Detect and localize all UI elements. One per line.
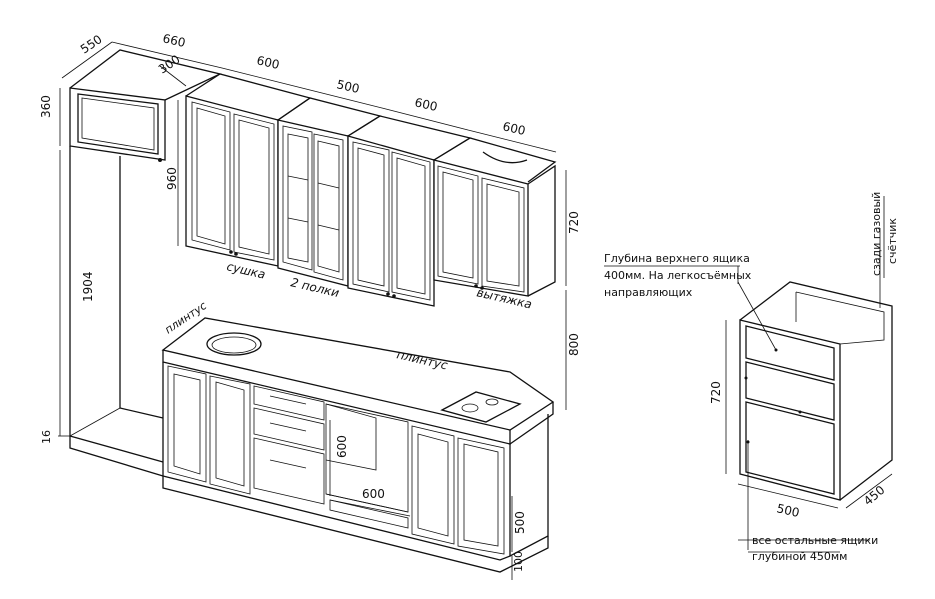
dim-960: 960 <box>165 167 179 190</box>
note-gas-1: сзади газовый <box>870 192 883 276</box>
dim-600-h: 600 <box>362 487 385 501</box>
dim-500-side: 500 <box>775 501 800 520</box>
base-cabinets <box>161 317 555 573</box>
notes: Глубина верхнего ящика 400мм. На легкосъ… <box>604 192 899 563</box>
drawer-unit-section <box>737 228 893 550</box>
note-upper-drawer-2: 400мм. На легкосъёмных <box>604 269 752 282</box>
note-other-1: все остальные ящики <box>752 534 878 547</box>
dim-360: 360 <box>39 95 53 118</box>
dim-100: 100 <box>512 551 525 572</box>
dim-800: 800 <box>567 333 581 356</box>
dim-720-side: 720 <box>709 381 723 404</box>
dim-600-v: 600 <box>335 435 349 458</box>
label-plintus-right: плинтус <box>395 347 449 372</box>
dim-660: 660 <box>161 31 186 50</box>
dim-500-a: 500 <box>335 77 360 96</box>
dim-1904: 1904 <box>81 271 95 302</box>
dim-600-c: 600 <box>501 119 526 138</box>
dim-16: 16 <box>40 430 53 444</box>
label-plintus-left: плинтус <box>162 299 209 336</box>
dim-600-b: 600 <box>413 95 438 114</box>
note-other-2: глубиной 450мм <box>752 550 847 563</box>
dim-450-side: 450 <box>861 483 888 508</box>
note-gas-2: счётчик <box>886 218 899 264</box>
dim-550: 550 <box>78 32 105 56</box>
dimension-texts: 550 660 300 600 500 600 600 360 960 720 … <box>39 31 887 572</box>
dimension-lines <box>58 41 893 580</box>
note-upper-drawer-1: Глубина верхнего ящика <box>604 252 750 265</box>
dim-600-a: 600 <box>255 53 280 72</box>
note-upper-drawer-3: направляющих <box>604 286 693 299</box>
upper-cabinets <box>185 73 557 307</box>
dim-500-v: 500 <box>513 511 527 534</box>
dim-720: 720 <box>567 211 581 234</box>
